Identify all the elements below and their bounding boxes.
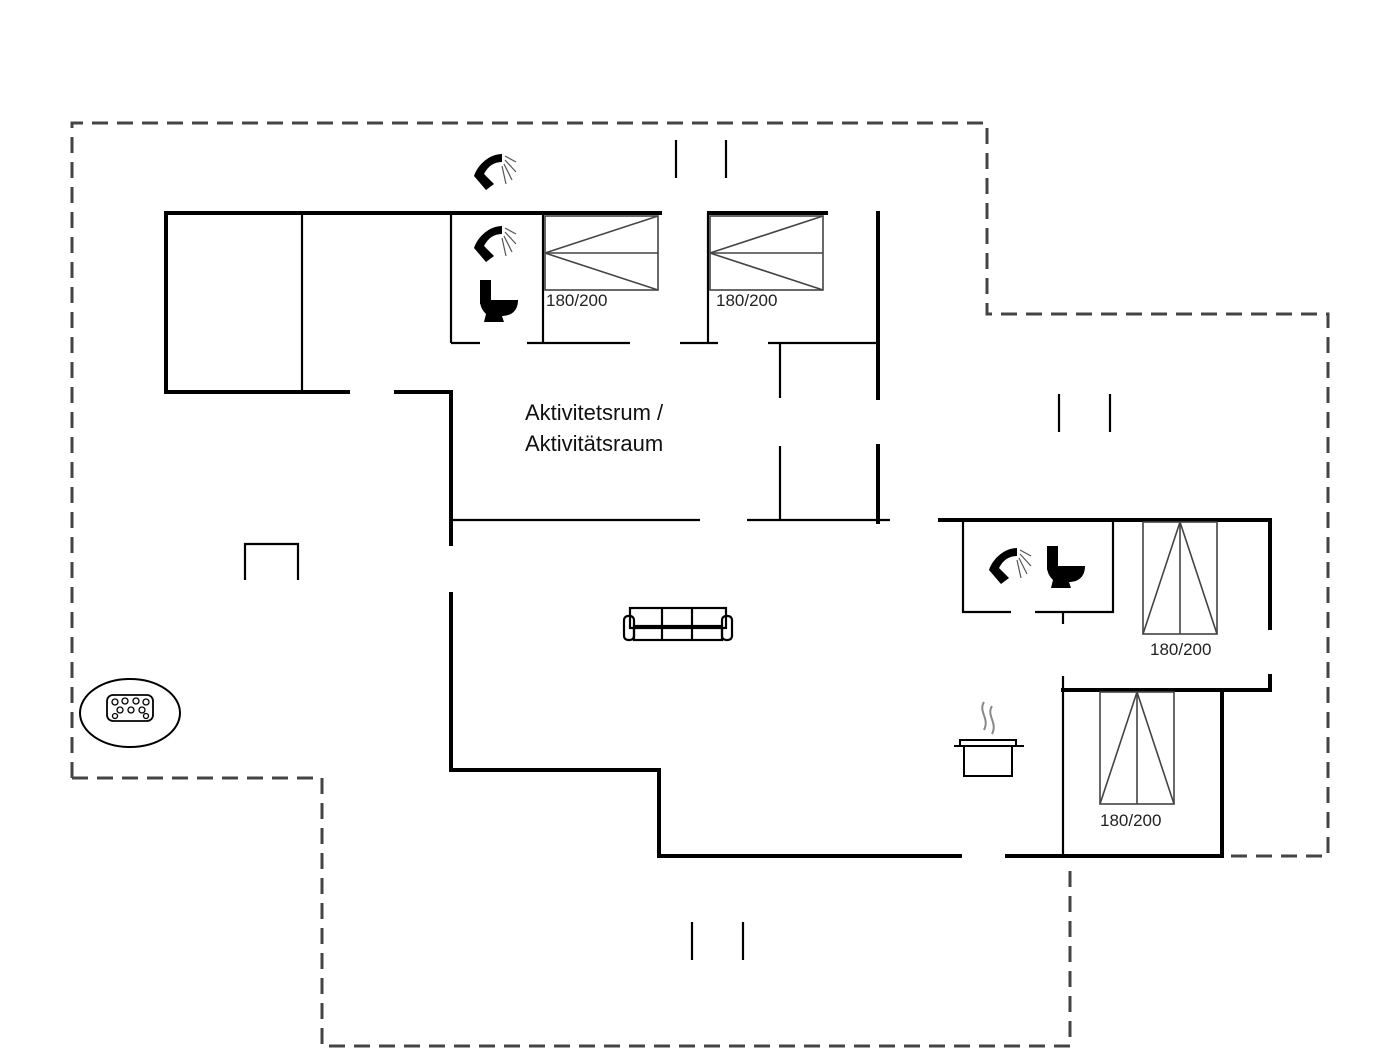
shower-icon <box>989 548 1032 584</box>
terrace-outline <box>70 121 1330 1048</box>
room-label-activity: Aktivitetsrum / <box>525 400 664 425</box>
room-label-activity-de: Aktivitätsraum <box>525 431 663 456</box>
bed-right-1 <box>1142 521 1218 635</box>
outdoor-bench <box>243 542 300 580</box>
toilet-icon <box>1047 546 1085 588</box>
cooking-pot-icon <box>954 701 1024 777</box>
bed-top-2 <box>709 215 824 291</box>
terrace-marks <box>674 140 1112 960</box>
shower-icon <box>474 226 517 262</box>
bed-label: 180/200 <box>1100 811 1161 830</box>
house-walls <box>164 211 1272 858</box>
bed-label: 180/200 <box>716 291 777 310</box>
bed-label: 180/200 <box>546 291 607 310</box>
hot-tub-icon <box>79 678 181 748</box>
bed-right-2 <box>1099 691 1175 805</box>
shower-icon <box>474 154 517 190</box>
bed-top-1 <box>544 215 659 291</box>
bed-label: 180/200 <box>1150 640 1211 659</box>
sofa-icon <box>622 606 734 642</box>
toilet-icon <box>480 280 518 322</box>
